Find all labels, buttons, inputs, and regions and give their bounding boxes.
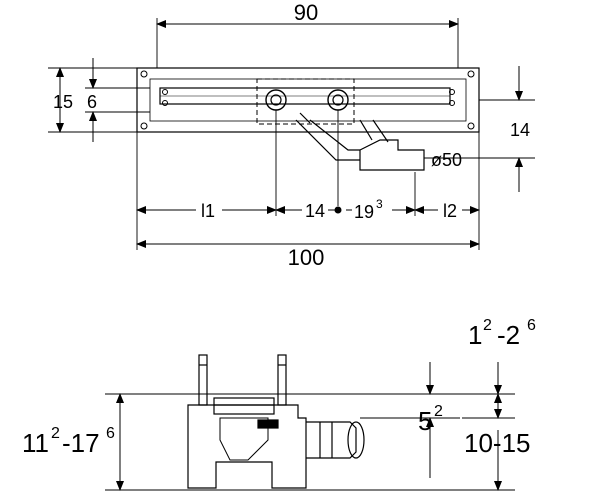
dim-19-sup: 3 [376, 197, 383, 211]
side-mid-label: 5 [418, 406, 432, 436]
side-view [105, 354, 515, 491]
drain-body [256, 78, 355, 125]
side-top-range-a: 1 [468, 320, 482, 350]
dim-19-label: 19 [354, 202, 374, 222]
dim-l1-label: l1 [201, 201, 215, 221]
drain-housing [187, 404, 307, 489]
side-left-range-b-sup: 6 [106, 425, 115, 442]
drain-pipe [295, 112, 425, 171]
side-left-range-dash: -17 [62, 428, 100, 458]
side-top-range-b-sup: 6 [527, 317, 536, 334]
trap-body [219, 417, 269, 461]
dim-6-label: 6 [87, 92, 97, 112]
grate-top [213, 397, 275, 415]
pipe-diameter-label: ø50 [431, 150, 462, 170]
outlet-pipe [306, 421, 365, 459]
channel-frame [136, 67, 480, 133]
dim-90-label: 90 [294, 0, 318, 25]
side-top-range-a-sup: 2 [483, 317, 492, 334]
corner-screws [140, 70, 475, 130]
side-left-range-a-sup: 2 [51, 425, 60, 442]
dim-15-label: 15 [53, 92, 73, 112]
dim-100-label: 100 [288, 245, 325, 270]
dim-14-mid-label: 14 [305, 201, 325, 221]
side-left-range-a: 11 [22, 428, 49, 458]
side-dims [116, 362, 515, 491]
side-mid-sup: 2 [434, 403, 443, 420]
drain-outlets [265, 89, 349, 111]
side-top-range-dash: -2 [497, 320, 520, 350]
side-right-range: 10-15 [464, 428, 531, 458]
dim-14-right-label: 14 [510, 120, 530, 140]
dim-chain-dot [334, 206, 342, 214]
dim-l2-label: l2 [443, 201, 457, 221]
channel-inner-frame [149, 78, 467, 122]
top-view [48, 18, 535, 250]
